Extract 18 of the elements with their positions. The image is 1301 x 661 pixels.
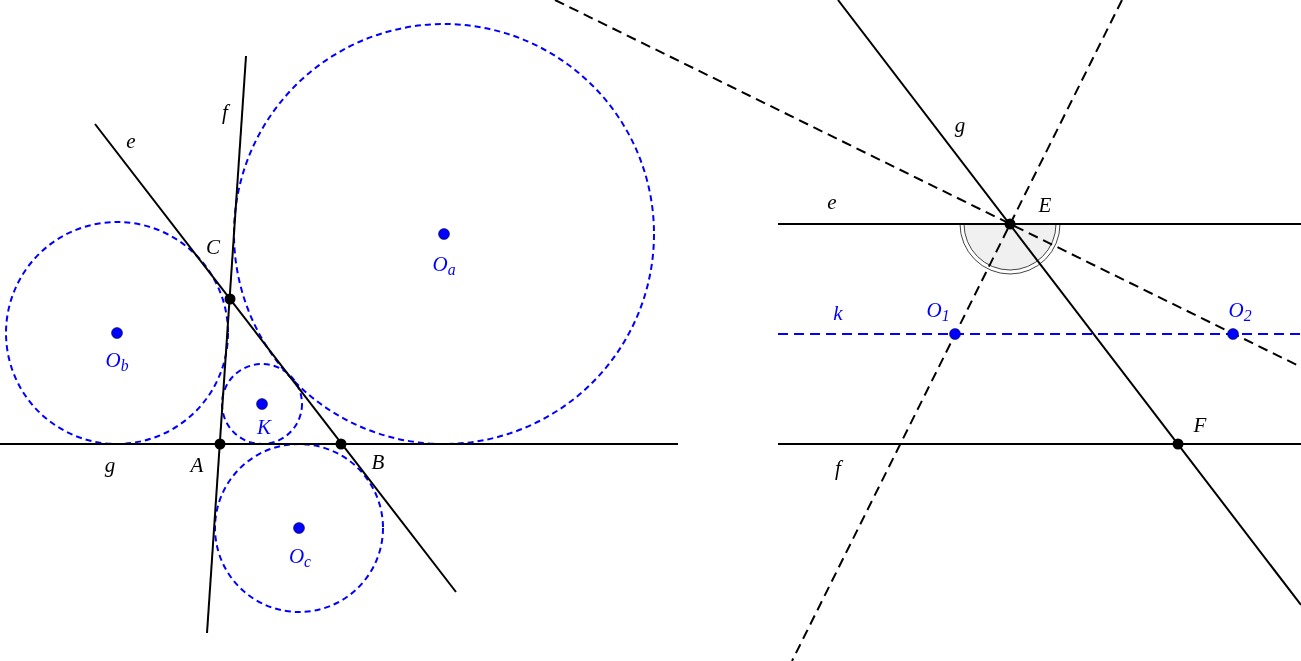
point-label: g	[954, 114, 966, 136]
point-label: A	[190, 454, 204, 476]
point-label: E	[1038, 194, 1052, 216]
point-label: O$_{1}$	[926, 299, 950, 321]
point-label: O$_{c}$	[288, 545, 312, 567]
point-label: O$_{2}$	[1228, 299, 1252, 321]
point-label: C	[206, 236, 220, 258]
point-label: F	[1193, 414, 1207, 436]
point-label: f	[222, 101, 228, 123]
point-label: k	[833, 302, 843, 324]
point-label: f	[835, 457, 841, 479]
point-label: g	[104, 454, 116, 476]
point-label: K	[257, 416, 271, 438]
point-label: O$_{a}$	[432, 253, 456, 275]
point-label: B	[371, 451, 385, 473]
point-label: e	[827, 191, 837, 213]
point-label: e	[126, 130, 136, 152]
point-label: O$_{b}$	[105, 349, 129, 371]
